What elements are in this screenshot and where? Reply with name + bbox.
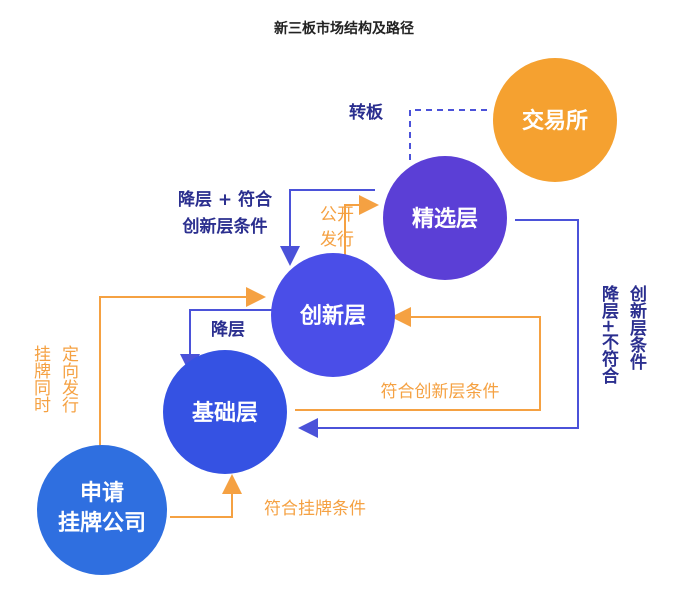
basic-layer-label: 基础层 bbox=[192, 401, 258, 426]
select-layer-label: 精选层 bbox=[412, 206, 478, 232]
select-layer-node: 精选层 bbox=[383, 156, 507, 280]
transfer-label: 转板 bbox=[349, 102, 384, 123]
downgrade-arrow bbox=[180, 309, 275, 374]
downgrade-meet-innovation-label-line1: 降层 + 符合 bbox=[178, 189, 273, 210]
basic-layer-node: 基础层 bbox=[163, 350, 287, 474]
transfer-dashed-line bbox=[409, 109, 488, 160]
downgrade-not-meet-label-col2: 创新层条件 bbox=[626, 284, 648, 371]
listing-directed-issue-arrow bbox=[99, 287, 266, 450]
downgrade-not-meet-label-col1: 降层+不符合 bbox=[598, 284, 619, 385]
innovation-layer-label: 创新层 bbox=[299, 303, 366, 329]
applying-company-label-line2: 挂牌公司 bbox=[58, 510, 146, 536]
listing-issue-label-col1: 挂牌同时 bbox=[30, 345, 51, 413]
diagram-title: 新三板市场结构及路径 bbox=[274, 21, 414, 37]
downgrade-label: 降层 bbox=[211, 319, 245, 340]
exchange-label: 交易所 bbox=[522, 108, 588, 134]
downgrade-meet-innovation-label-line2: 创新层条件 bbox=[182, 216, 268, 237]
public-issue-label-line1: 公开 bbox=[320, 205, 354, 225]
downgrade-to-innovation-arrow bbox=[280, 189, 375, 266]
meet-listing-label: 符合挂牌条件 bbox=[264, 499, 366, 519]
downgrade-not-meet-arrow bbox=[298, 219, 579, 438]
public-issue-label-line2: 发行 bbox=[320, 230, 354, 250]
meet-listing-arrow bbox=[170, 474, 242, 518]
innovation-layer-node: 创新层 bbox=[271, 253, 395, 377]
applying-company-node: 申请 挂牌公司 bbox=[37, 445, 167, 575]
listing-issue-label-col2: 定向发行 bbox=[58, 345, 79, 414]
meet-innovation-label: 符合创新层条件 bbox=[381, 382, 500, 402]
exchange-node: 交易所 bbox=[493, 58, 617, 182]
meet-innovation-arrow bbox=[295, 307, 541, 411]
applying-company-label-line1: 申请 bbox=[80, 480, 124, 506]
public-issue-arrow bbox=[344, 195, 379, 262]
